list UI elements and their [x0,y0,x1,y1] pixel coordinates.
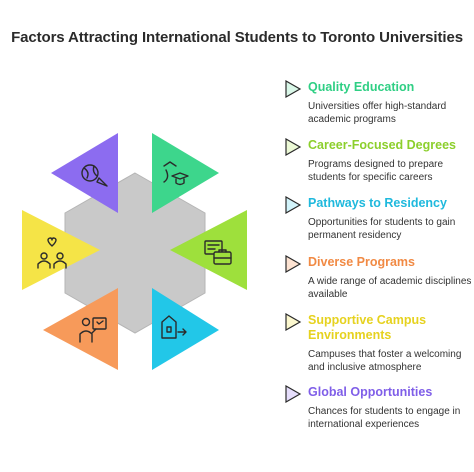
factor-description: Programs designed to prepare students fo… [308,159,444,183]
triangle-diverse [43,288,118,370]
community-heart-icon [37,237,67,269]
triangle-global [51,133,118,213]
factor-description: Universities offer high-standard academi… [308,101,447,125]
factor-title: Supportive Campus Environments [308,313,427,342]
marker-arrow-icon [285,385,302,403]
marker-arrow-icon [285,80,302,98]
triangle-supportive [22,210,100,290]
graduate-icon [163,161,189,186]
presenter-icon [79,317,107,343]
house-icon [161,315,187,339]
triangle-quality [152,133,219,213]
factor-title: Pathways to Residency [308,196,447,210]
center-hexagon [64,172,206,334]
factor-title: Global Opportunities [308,385,433,399]
globe-plane-icon [81,164,108,187]
factor-title: Quality Education [308,80,415,94]
factor-description: A wide range of academic disciplines ava… [308,276,472,300]
factor-title: Career-Focused Degrees [308,138,456,152]
factor-description: Chances for students to engage in intern… [308,406,461,430]
marker-arrow-icon [285,138,302,156]
factor-description: Opportunities for students to gain perma… [308,217,456,241]
triangle-residency [152,288,219,370]
marker-arrow-icon [285,255,302,273]
factor-description: Campuses that foster a welcoming and inc… [308,349,462,373]
briefcase-icon [204,240,232,265]
factor-title: Diverse Programs [308,255,416,269]
marker-arrow-icon [285,313,302,331]
triangle-career [170,210,247,290]
hexagon-diagram [22,133,247,370]
diagram-title: Factors Attracting International Student… [11,29,463,46]
marker-arrow-icon [285,196,302,214]
